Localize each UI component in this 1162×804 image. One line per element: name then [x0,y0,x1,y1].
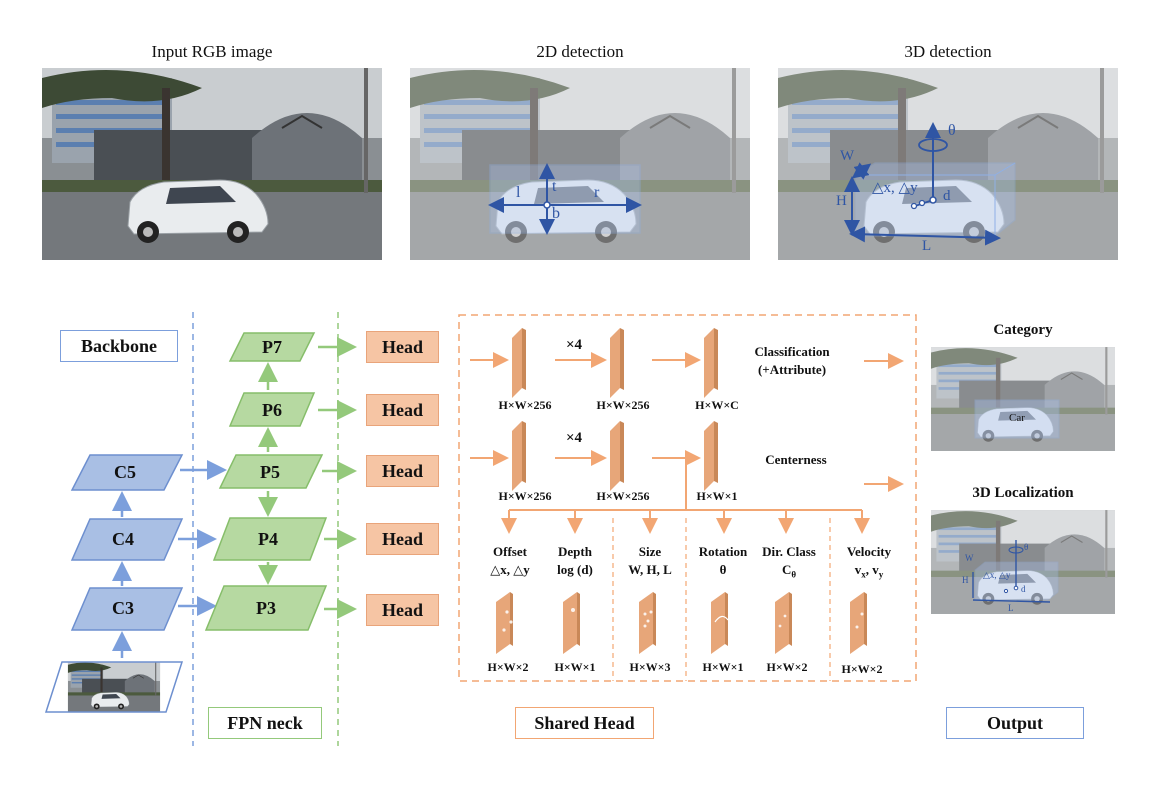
row1-dim-2: H×W×256 [596,398,650,412]
repeat-label-2: ×4 [566,430,583,446]
det3d-w-label: W [840,148,855,164]
velocity-sub-y: y [878,569,884,580]
mini-theta-label: θ [1024,542,1029,552]
branch-size-label: Size W, H, L [620,543,680,578]
depth-dim: H×W×1 [554,660,596,674]
det3d-title: 3D detection [904,42,992,61]
detection-3d-image [778,68,1118,260]
category-output-image [931,347,1115,451]
dirclass-sub: C [781,561,792,577]
offset-sub: △x, △y [490,561,530,577]
offset-dim: H×W×2 [487,660,529,674]
fpn-p4-label: P4 [258,529,278,549]
dirclass-title: Dir. Class [762,544,816,559]
row2-dim-3: H×W×1 [696,489,738,503]
velocity-sub: v [854,561,862,577]
car-label: Car [1009,412,1025,424]
offset-title: Offset [493,544,527,559]
rotation-sub: θ [719,561,727,577]
dirclass-sub-index: θ [791,569,797,580]
velocity-sub-x: x [861,569,866,580]
size-title: Size [638,544,662,559]
velocity-sub-sep: , v [865,561,879,577]
detection-2d-image [410,68,750,260]
det3d-theta-label: θ [948,122,956,139]
branch-rotation-label: Rotation θ [690,543,756,578]
classification-text: Classification [754,344,830,359]
det2d-title: 2D detection [536,42,624,61]
depth-sub: log (d) [557,561,593,577]
head-p5: Head [366,455,439,487]
depth-title: Depth [558,544,592,559]
backbone-c5 [70,454,184,491]
head-p6: Head [366,394,439,426]
head-p7: Head [366,331,439,363]
det3d-d-label: d [943,188,951,204]
branch-dirclass-label: Dir. Class Cθ [754,543,824,580]
branch-depth-label: Depth log (d) [546,543,604,578]
row1-dim-3: H×W×C [695,398,739,412]
fpn-blocks [204,332,357,631]
rotation-title: Rotation [698,544,748,559]
localization-title: 3D Localization [972,485,1074,501]
det2d-r-label: r [594,184,600,201]
backbone-box: Backbone [60,330,178,362]
branch-offset-label: Offset △x, △y [479,543,541,578]
velocity-dim: H×W×2 [841,662,883,676]
det2d-t-label: t [552,178,557,195]
category-title: Category [993,322,1053,338]
centerness-label: Centerness [765,452,827,467]
shared-head-box: Shared Head [515,707,654,739]
size-sub: W, H, L [628,561,672,577]
shared-head-flow [470,328,904,654]
det3d-h-label: H [836,193,847,209]
backbone-c5-label: C5 [114,462,136,482]
fpn-neck-box: FPN neck [208,707,322,739]
fpn-p7-label: P7 [262,337,282,357]
rotation-dim: H×W×1 [702,660,744,674]
backbone-c3-label: C3 [112,598,134,618]
fpn-p3 [204,585,328,631]
attribute-text: (+Attribute) [757,361,827,377]
det2d-b-label: b [552,205,560,222]
output-box: Output [946,707,1084,739]
backbone-c4-label: C4 [112,529,134,549]
fpn-p5-label: P5 [260,462,280,482]
localization-output-image [931,510,1115,614]
backbone-c4 [70,518,184,561]
fpn-p6 [228,392,316,427]
mini-h-label: H [962,575,969,585]
mini-dxdy-label: △x, △y [983,570,1011,580]
row1-dim-1: H×W×256 [498,398,552,412]
mini-l-label: L [1008,603,1014,613]
fpn-p3-label: P3 [256,598,276,618]
shared-head-frame [458,314,917,682]
input-thumbnail [67,662,161,712]
dirclass-dim: H×W×2 [766,660,808,674]
head-p3: Head [366,594,439,626]
det2d-l-label: l [516,184,521,201]
fpn-p7 [228,332,316,362]
backbone-blocks [44,454,227,713]
mini-d-label: d [1021,584,1026,594]
fpn-p5 [218,454,324,489]
det3d-l-label: L [922,238,932,254]
row2-dim-1: H×W×256 [498,489,552,503]
size-dim: H×W×3 [629,660,671,674]
repeat-label-1: ×4 [566,337,583,353]
backbone-c3 [70,587,184,631]
fpn-p6-label: P6 [262,400,282,420]
head-p4: Head [366,523,439,555]
input-rgb-image [42,68,382,260]
fpn-p4 [212,517,328,561]
branch-velocity-label: Velocity vx, vy [834,543,904,580]
velocity-title: Velocity [846,544,892,559]
input-image-title: Input RGB image [151,42,273,61]
det3d-dxdy-label: △x, △y [872,180,918,196]
classification-label: Classification (+Attribute) [744,343,840,378]
mini-w-label: W [965,553,974,563]
row2-dim-2: H×W×256 [596,489,650,503]
